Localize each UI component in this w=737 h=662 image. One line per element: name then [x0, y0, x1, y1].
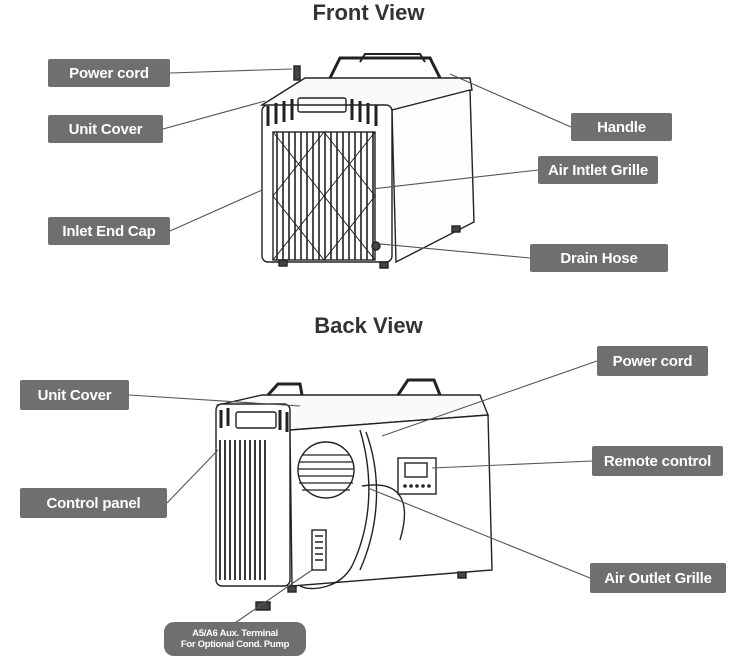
- label-back-aux-terminal: A5/A6 Aux. Terminal For Optional Cond. P…: [164, 622, 306, 656]
- aux-terminal-line1: A5/A6 Aux. Terminal: [192, 628, 278, 639]
- label-front-unit-cover: Unit Cover: [48, 115, 163, 143]
- label-back-remote-control: Remote control: [592, 446, 723, 476]
- label-front-power-cord: Power cord: [48, 59, 170, 87]
- label-back-air-outlet-grille: Air Outlet Grille: [590, 563, 726, 593]
- label-front-handle: Handle: [571, 113, 672, 141]
- front-dehumidifier-drawing: [259, 53, 475, 269]
- back-dehumidifier-drawing: [215, 378, 493, 611]
- label-front-drain-hose: Drain Hose: [530, 244, 668, 272]
- label-back-control-panel: Control panel: [20, 488, 167, 518]
- back-view-title: Back View: [314, 313, 423, 338]
- label-front-air-inlet-grille: Air Intlet Grille: [538, 156, 658, 184]
- label-front-inlet-end-cap: Inlet End Cap: [48, 217, 170, 245]
- aux-terminal-line2: For Optional Cond. Pump: [180, 639, 290, 650]
- label-back-power-cord: Power cord: [597, 346, 708, 376]
- label-back-unit-cover: Unit Cover: [20, 380, 129, 410]
- leader-lines: [128, 68, 598, 626]
- front-view-title: Front View: [312, 0, 425, 25]
